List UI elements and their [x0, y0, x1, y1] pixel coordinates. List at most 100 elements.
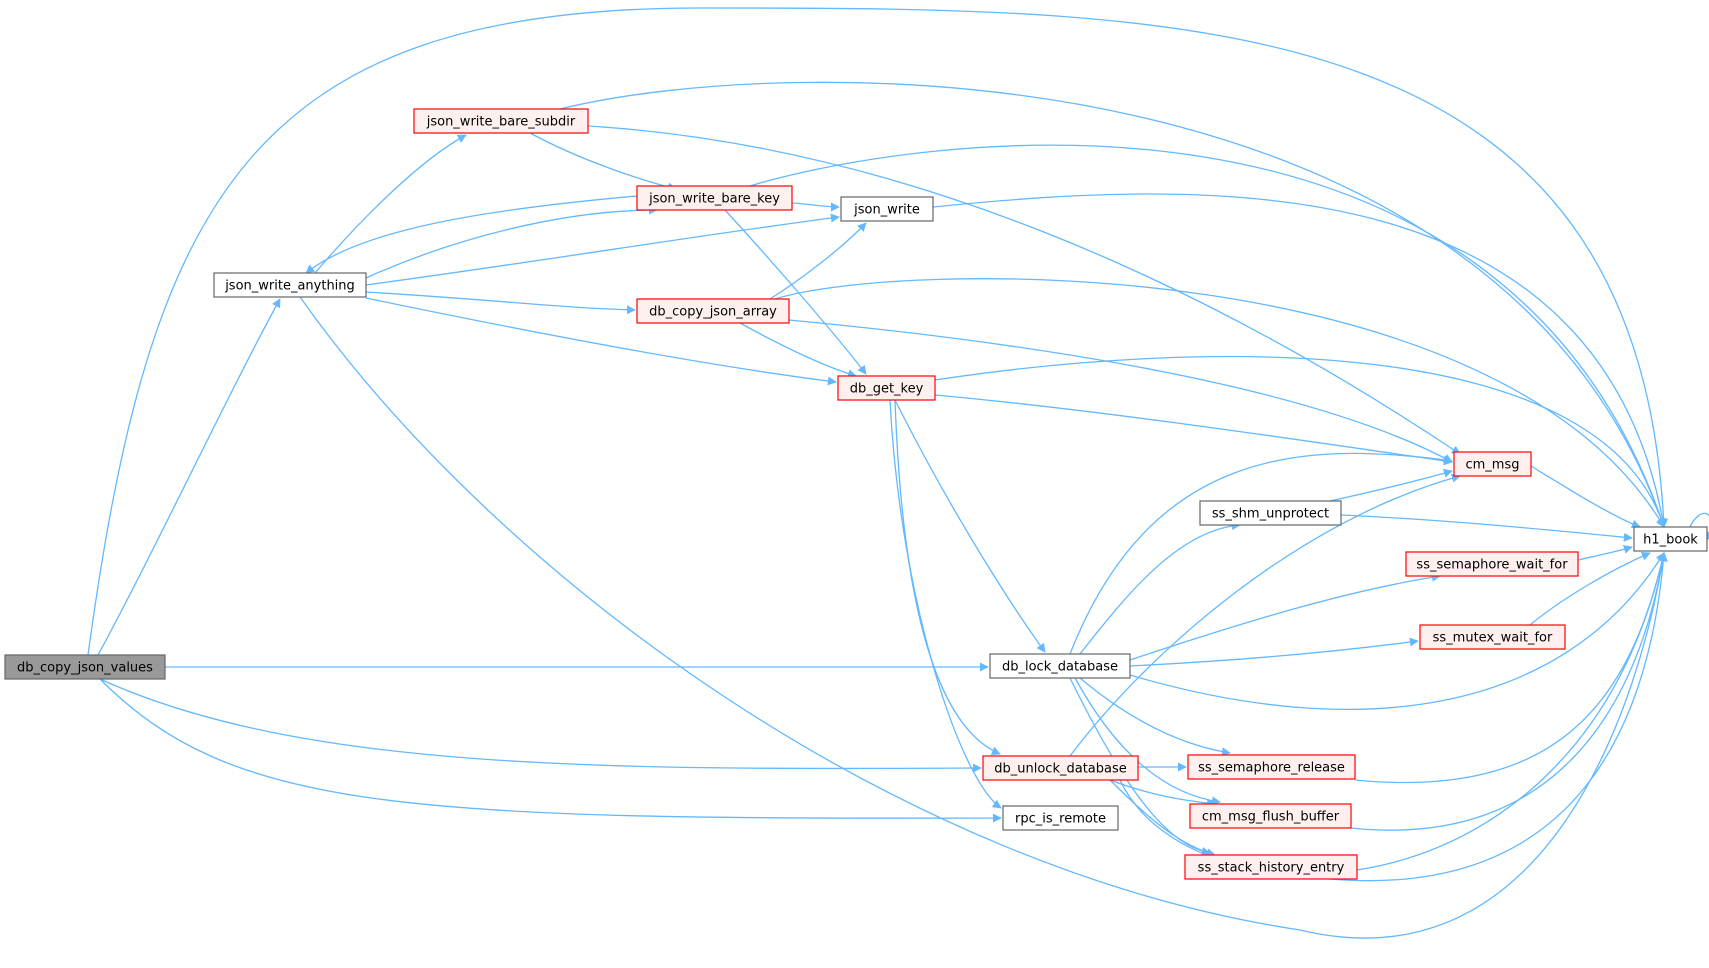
- edge-db_copy_json_array-to-db_get_key: [739, 322, 857, 378]
- node-json_write[interactable]: json_write: [840, 196, 934, 222]
- edge-json_write_bare_key-to-h1_book: [749, 144, 1666, 528]
- edge-db_copy_json_array-to-h1_book: [774, 278, 1665, 528]
- edge-db_get_key-to-db_unlock_database: [894, 399, 1001, 755]
- edge-db_get_key-to-h1_book: [934, 355, 1666, 528]
- edge-h1_book-to-h1_book: [1689, 512, 1709, 541]
- node-db_lock_database[interactable]: db_lock_database: [989, 653, 1131, 679]
- node-box: [636, 298, 790, 324]
- edge-db_copy_json_array-to-json_write: [769, 222, 867, 300]
- edge-db_get_key-to-db_lock_database: [894, 399, 1046, 653]
- node-box: [1405, 551, 1579, 577]
- node-label: cm_msg: [1466, 458, 1520, 473]
- edge-db_unlock_database-to-cm_msg: [1069, 473, 1461, 757]
- edge-db_lock_database-to-cm_msg: [1069, 452, 1453, 655]
- edge-ss_mutex_wait_for-to-h1_book: [1529, 552, 1651, 626]
- edge-ss_semaphore_wait_for-to-h1_book: [1577, 544, 1633, 561]
- edge-db_unlock_database-to-ss_stack_history_entry: [1109, 779, 1216, 858]
- node-box: [982, 755, 1139, 781]
- node-box: [413, 108, 589, 134]
- node-h1_book[interactable]: h1_book: [1633, 526, 1708, 552]
- node-label: json_write_bare_subdir: [426, 115, 576, 130]
- node-box: [1187, 754, 1356, 780]
- node-json_write_anything[interactable]: json_write_anything: [213, 272, 367, 298]
- node-ss_semaphore_wait_for[interactable]: ss_semaphore_wait_for: [1405, 551, 1579, 577]
- node-label: db_lock_database: [1002, 660, 1118, 675]
- node-box: [213, 272, 367, 298]
- node-box: [837, 375, 936, 401]
- node-box: [1184, 854, 1358, 880]
- node-label: json_write_anything: [224, 279, 355, 294]
- edge-db_copy_json_values-to-json_write_anything: [97, 298, 281, 656]
- edge-ss_shm_unprotect-to-h1_book: [1340, 514, 1633, 542]
- edges-layer: [87, 7, 1709, 939]
- edge-db_copy_json_values-to-h1_book: [87, 7, 1669, 656]
- node-box: [989, 653, 1131, 679]
- edge-db_copy_json_array-to-cm_msg: [788, 319, 1453, 463]
- node-box: [1189, 803, 1352, 829]
- node-ss_shm_unprotect[interactable]: ss_shm_unprotect: [1199, 500, 1342, 526]
- edge-db_lock_database-to-ss_semaphore_release: [1079, 677, 1231, 757]
- node-ss_semaphore_release[interactable]: ss_semaphore_release: [1187, 754, 1356, 780]
- node-label: rpc_is_remote: [1015, 812, 1106, 827]
- node-box: [1419, 624, 1566, 650]
- node-label: json_write_bare_key: [648, 192, 780, 207]
- edge-json_write_bare_key-to-json_write_anything: [305, 195, 638, 274]
- edge-ss_stack_history_entry-to-h1_book: [1329, 552, 1668, 882]
- node-json_write_bare_subdir[interactable]: json_write_bare_subdir: [413, 108, 589, 134]
- edge-db_get_key-to-cm_msg: [934, 394, 1453, 466]
- node-db_get_key[interactable]: db_get_key: [837, 375, 936, 401]
- edge-cm_msg-to-h1_book: [1530, 465, 1641, 529]
- node-box: [1453, 451, 1532, 477]
- node-label: ss_stack_history_entry: [1198, 861, 1345, 876]
- node-label: db_copy_json_array: [649, 305, 777, 320]
- node-box: [840, 196, 934, 222]
- edge-ss_semaphore_release-to-h1_book: [1354, 552, 1667, 784]
- node-label: h1_book: [1643, 533, 1698, 548]
- edge-json_write_anything-to-json_write: [365, 213, 840, 286]
- nodes-layer: db_copy_json_values json_write_anything js…: [4, 108, 1708, 880]
- edge-db_lock_database-to-ss_stack_history_entry: [1069, 677, 1211, 856]
- node-box: [1199, 500, 1342, 526]
- node-cm_msg[interactable]: cm_msg: [1453, 451, 1532, 477]
- node-rpc_is_remote[interactable]: rpc_is_remote: [1002, 805, 1119, 831]
- edge-json_write_anything-to-json_write_bare_key: [365, 205, 658, 279]
- node-box: [4, 654, 166, 680]
- node-label: json_write: [853, 203, 920, 218]
- edge-db_lock_database-to-ss_mutex_wait_for: [1129, 637, 1419, 667]
- node-label: ss_shm_unprotect: [1212, 507, 1329, 522]
- edge-json_write_bare_key-to-json_write: [791, 202, 840, 212]
- node-box: [1633, 526, 1708, 552]
- node-label: db_unlock_database: [994, 762, 1127, 777]
- edge-json_write-to-h1_book: [932, 193, 1668, 528]
- node-label: ss_mutex_wait_for: [1433, 631, 1553, 646]
- edge-json_write_bare_subdir-to-cm_msg: [587, 125, 1461, 455]
- node-box: [1002, 805, 1119, 831]
- edge-json_write_bare_key-to-db_get_key: [724, 209, 867, 375]
- node-db_unlock_database[interactable]: db_unlock_database: [982, 755, 1139, 781]
- edge-db_lock_database-to-ss_semaphore_wait_for: [1129, 572, 1441, 661]
- node-label: ss_semaphore_wait_for: [1416, 558, 1568, 573]
- node-cm_msg_flush_buffer[interactable]: cm_msg_flush_buffer: [1189, 803, 1352, 829]
- node-db_copy_json_array[interactable]: db_copy_json_array: [636, 298, 790, 324]
- edge-json_write_bare_subdir-to-h1_book: [559, 81, 1666, 528]
- edge-db_lock_database-to-ss_shm_unprotect: [1079, 521, 1241, 655]
- edge-ss_shm_unprotect-to-cm_msg: [1329, 468, 1453, 502]
- edge-json_write_anything-to-db_get_key: [365, 297, 837, 386]
- edge-cm_msg_flush_buffer-to-h1_book: [1350, 552, 1668, 831]
- edge-db_copy_json_values-to-db_unlock_database: [99, 678, 982, 773]
- node-label: ss_semaphore_release: [1198, 761, 1345, 776]
- edge-json_write_anything-to-db_copy_json_array: [365, 291, 636, 315]
- node-ss_mutex_wait_for[interactable]: ss_mutex_wait_for: [1419, 624, 1566, 650]
- edge-json_write_anything-to-h1_book: [299, 296, 1668, 939]
- edge-db_get_key-to-rpc_is_remote: [889, 399, 1002, 809]
- node-db_copy_json_values[interactable]: db_copy_json_values: [4, 654, 166, 680]
- node-json_write_bare_key[interactable]: json_write_bare_key: [636, 185, 793, 211]
- node-box: [636, 185, 793, 211]
- node-label: cm_msg_flush_buffer: [1202, 810, 1340, 825]
- node-label: db_copy_json_values: [17, 661, 153, 676]
- edge-db_lock_database-to-cm_msg_flush_buffer: [1074, 677, 1221, 806]
- edge-json_write_bare_subdir-to-json_write_bare_key: [529, 132, 677, 192]
- edge-db_unlock_database-to-h1_book: [1119, 552, 1667, 875]
- node-ss_stack_history_entry[interactable]: ss_stack_history_entry: [1184, 854, 1358, 880]
